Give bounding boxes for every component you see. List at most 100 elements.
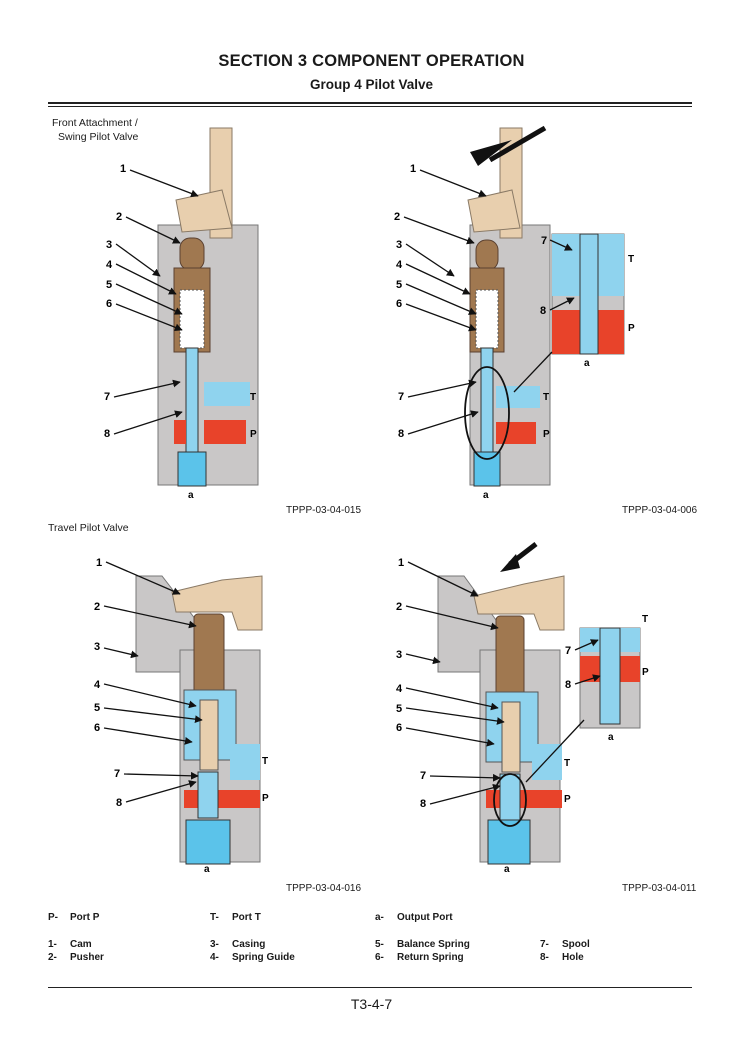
callout-5: 5 bbox=[396, 703, 402, 715]
legend-key: a- bbox=[375, 912, 384, 923]
header-rule-top bbox=[48, 102, 692, 104]
legend-key: 5- bbox=[375, 939, 384, 950]
figure-4-callouts: 1 2 3 4 5 6 7 8 7 8 T P a T P a bbox=[396, 557, 649, 875]
figure-code-1: TPPP-03-04-015 bbox=[286, 505, 362, 516]
callout-6: 6 bbox=[106, 298, 112, 310]
legend-part-8: 8- Hole bbox=[540, 952, 584, 963]
legend-part-6: 6- Return Spring bbox=[375, 952, 464, 963]
port-p-label: P bbox=[543, 429, 550, 440]
port-t-label: T bbox=[250, 392, 256, 403]
figure-code-3: TPPP-03-04-016 bbox=[286, 883, 362, 894]
figure-2-callouts: 1 2 3 4 5 6 7 8 7 8 T P a T P a bbox=[394, 163, 635, 501]
output-port-label: a bbox=[504, 864, 510, 875]
callout-2: 2 bbox=[94, 601, 100, 613]
legend-key: P- bbox=[48, 912, 58, 923]
port-t-detail-label: T bbox=[628, 254, 634, 265]
group-title: Group 4 Pilot Valve bbox=[309, 77, 434, 92]
front-attachment-label-2: Swing Pilot Valve bbox=[58, 131, 139, 143]
callout-5: 5 bbox=[94, 702, 100, 714]
callout-7: 7 bbox=[398, 391, 404, 403]
port-p-detail-label: P bbox=[628, 323, 635, 334]
figure-1-callouts: 1 2 3 4 5 6 7 8 T P a bbox=[104, 163, 257, 501]
legend-port-p: P- Port P bbox=[48, 912, 99, 923]
callout-3: 3 bbox=[106, 239, 112, 251]
figure-travel-neutral bbox=[135, 575, 263, 865]
callout-8: 8 bbox=[398, 428, 404, 440]
figure-code-2: TPPP-03-04-006 bbox=[622, 505, 698, 516]
legend-part-1: 1- Cam bbox=[48, 939, 92, 950]
output-detail-label: a bbox=[608, 732, 614, 743]
output-port-label: a bbox=[204, 864, 210, 875]
callout-3: 3 bbox=[396, 649, 402, 661]
legend-text: Return Spring bbox=[397, 952, 464, 963]
legend-text: Casing bbox=[232, 939, 266, 950]
legend-key: 1- bbox=[48, 939, 57, 950]
footer-rule bbox=[48, 987, 692, 988]
legend-text: Cam bbox=[70, 939, 92, 950]
section-title: SECTION 3 COMPONENT OPERATION bbox=[218, 52, 525, 70]
callout-1: 1 bbox=[96, 557, 102, 569]
legend-text: Hole bbox=[562, 952, 584, 963]
port-p-label: P bbox=[262, 793, 269, 804]
port-t-label: T bbox=[543, 392, 549, 403]
callout-7-detail: 7 bbox=[541, 235, 547, 247]
callout-1: 1 bbox=[410, 163, 416, 175]
legend-key: 8- bbox=[540, 952, 549, 963]
callout-4: 4 bbox=[106, 259, 113, 271]
figure-front-operated bbox=[464, 125, 625, 487]
callout-4: 4 bbox=[396, 683, 403, 695]
legend-port-t: T-Port T bbox=[210, 912, 261, 923]
legend-key: 2- bbox=[48, 952, 57, 963]
output-port-label: a bbox=[188, 490, 194, 501]
legend-text: Spring Guide bbox=[232, 952, 295, 963]
legend-part-5: 5- Balance Spring bbox=[375, 939, 470, 950]
travel-pilot-valve-label: Travel Pilot Valve bbox=[48, 522, 129, 534]
legend-text: Balance Spring bbox=[397, 939, 470, 950]
legend-part-3: 3- Casing bbox=[210, 939, 265, 950]
callout-8-detail: 8 bbox=[565, 679, 571, 691]
page-number: T3-4-7 bbox=[350, 996, 393, 1012]
output-detail-label: a bbox=[584, 358, 590, 369]
callout-6: 6 bbox=[396, 298, 402, 310]
port-t-label: T bbox=[564, 758, 570, 769]
port-t-detail-label: T bbox=[642, 614, 648, 625]
figure-3-callouts: 1 2 3 4 5 6 7 8 T P a bbox=[94, 557, 269, 875]
figure-front-neutral bbox=[157, 127, 259, 487]
legend-key: 3- bbox=[210, 939, 219, 950]
legend-key: 7- bbox=[540, 939, 549, 950]
callout-1: 1 bbox=[398, 557, 404, 569]
callout-7: 7 bbox=[104, 391, 110, 403]
port-p-label: P bbox=[564, 794, 571, 805]
legend-part-4: 4- Spring Guide bbox=[210, 952, 295, 963]
port-t-label: T bbox=[262, 756, 268, 767]
legend-text: Output Port bbox=[397, 912, 453, 923]
port-p-detail-label: P bbox=[642, 667, 649, 678]
callout-8: 8 bbox=[116, 797, 122, 809]
callout-5: 5 bbox=[396, 279, 402, 291]
callout-4: 4 bbox=[94, 679, 101, 691]
legend-text: Spool bbox=[562, 939, 590, 950]
callout-2: 2 bbox=[394, 211, 400, 223]
callout-1: 1 bbox=[120, 163, 126, 175]
callout-7: 7 bbox=[420, 770, 426, 782]
legend-text: Port T bbox=[232, 912, 261, 923]
port-p-label: P bbox=[250, 429, 257, 440]
legend-key: 4- bbox=[210, 952, 219, 963]
callout-8-detail: 8 bbox=[540, 305, 546, 317]
legend-text: Port P bbox=[70, 912, 100, 923]
legend-part-7: 7- Spool bbox=[540, 939, 590, 950]
figure-code-4: TPPP-03-04-011 bbox=[622, 883, 697, 894]
callout-8: 8 bbox=[104, 428, 110, 440]
header-rule-bottom bbox=[48, 106, 692, 107]
callout-2: 2 bbox=[116, 211, 122, 223]
legend-text: Pusher bbox=[70, 952, 104, 963]
callout-3: 3 bbox=[94, 641, 100, 653]
callout-6: 6 bbox=[396, 722, 402, 734]
callout-2: 2 bbox=[396, 601, 402, 613]
legend-part-2: 2- Pusher bbox=[48, 952, 104, 963]
callout-6: 6 bbox=[94, 722, 100, 734]
callout-5: 5 bbox=[106, 279, 112, 291]
legend-key: 6- bbox=[375, 952, 384, 963]
callout-8: 8 bbox=[420, 798, 426, 810]
